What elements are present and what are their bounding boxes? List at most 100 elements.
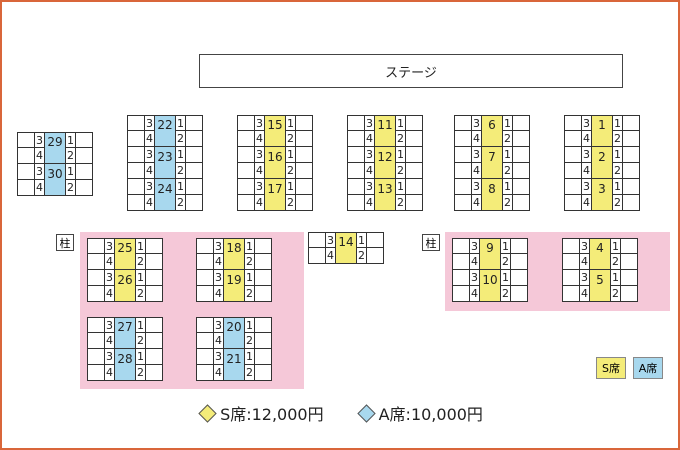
seat-blank [308,247,326,264]
seat-blank [254,269,272,286]
price-legend: S席:12,000円 A席:10,000円 [2,401,680,425]
table-number [154,194,176,211]
seat-blank [366,247,384,264]
table-number: 19 [223,269,245,286]
seat-blank [620,238,638,254]
seat-blank [454,178,472,195]
table-number: 3 [591,178,613,195]
seat-blank [405,146,423,163]
table-number: 26 [114,269,136,286]
table-number: 10 [479,269,501,286]
seat-blank [454,162,472,179]
table-number: 2 [591,146,613,163]
seat-blank [622,146,640,163]
seat-blank [562,253,580,270]
seat-blank [254,238,272,254]
seat-blank [17,147,35,164]
seat-blank [622,162,640,179]
seat-blank [75,163,93,180]
seat-blank [145,269,163,286]
table-number [481,130,503,147]
seat-blank [620,253,638,270]
blue-diamond-icon [356,403,376,423]
table-number: 22 [154,115,176,131]
seat-blank [347,194,365,211]
seat-blank [185,115,203,131]
seat-blank [145,364,163,381]
table-number [114,364,136,381]
s-seat-badge-label: S席 [602,362,620,375]
seat-blank [237,178,255,195]
seat-blank [454,115,472,131]
table-number [374,162,396,179]
a-price-label: A席:10,000円 [378,405,483,424]
seat-blank [347,162,365,179]
table-number: 16 [264,146,286,163]
seat-blank [196,348,214,365]
seat-blank [622,194,640,211]
table-number: 12 [374,146,396,163]
pillar-right: 柱 [422,234,440,251]
table-number: 27 [114,317,136,333]
seat-blank [564,194,582,211]
table-number: 8 [481,178,503,195]
seat-blank [347,146,365,163]
seat-blank [254,317,272,333]
table-number [114,253,136,270]
table-number [374,194,396,211]
seat-blank [366,232,384,248]
seat-blank [145,317,163,333]
seat-blank [145,285,163,302]
seat-blank [295,194,313,211]
seat-blank [562,269,580,286]
table-number [114,285,136,302]
stage: ステージ [199,54,623,88]
seat-blank [145,348,163,365]
seat-blank [87,285,105,302]
seat-blank [347,115,365,131]
table-number: 21 [223,348,245,365]
seat-blank [87,364,105,381]
table-number [479,285,501,302]
seat-blank [510,269,528,286]
table-number: 1 [591,115,613,131]
table-number: 6 [481,115,503,131]
seat-blank [620,285,638,302]
seat-blank [295,115,313,131]
table-number [114,332,136,349]
pillar-label: 柱 [59,236,71,250]
table-number: 23 [154,146,176,163]
